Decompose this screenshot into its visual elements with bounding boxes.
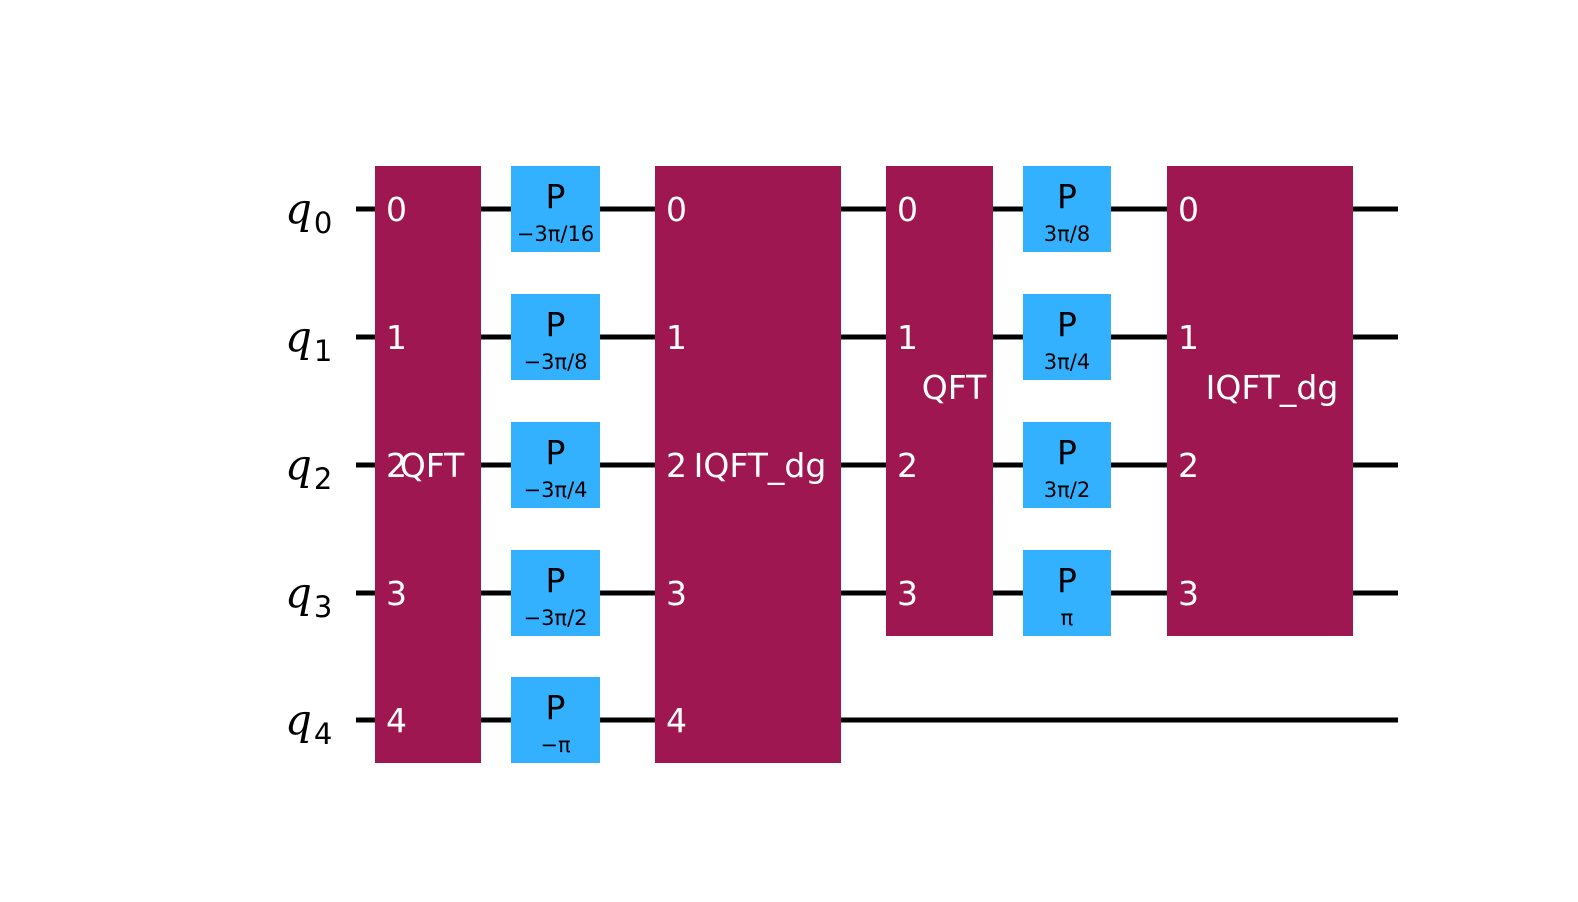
block-port-label: 2: [897, 446, 918, 485]
qubit-labels: q0 q1 q2 q3 q4: [285, 184, 332, 751]
phase-gate-param: −π: [540, 733, 571, 757]
phase-gates: P−3π/16P−3π/8P−3π/4P−3π/2P−πP3π/8P3π/4P3…: [511, 166, 1111, 763]
phase-gate-q0-col1: P 3π/8: [1023, 166, 1111, 252]
block-port-label: 2: [386, 446, 407, 485]
qubit-label-q0: q0: [285, 184, 332, 240]
phase-gate-param: −3π/8: [523, 350, 587, 374]
phase-gate-param: −3π/16: [517, 222, 594, 246]
block-qft-2: 0 1 2 3 QFT: [886, 166, 993, 636]
qubit-label-q3: q3: [285, 568, 332, 624]
block-port-label: 4: [666, 701, 687, 740]
qubit-label-q2: q2: [285, 440, 332, 496]
circuit-blocks: 0 1 2 3 4 QFT 0 1 2 3 4 IQFT_dg 0 1 2 3 QFT 0 1 2 3 IQFT_dg: [375, 166, 1353, 763]
block-port-label: 1: [897, 318, 918, 357]
phase-gate-param: 3π/8: [1044, 222, 1090, 246]
phase-gate-box: [511, 677, 600, 763]
block-port-label: 1: [1178, 318, 1199, 357]
block-qft-0: 0 1 2 3 4 QFT: [375, 166, 481, 763]
block-port-label: 4: [386, 701, 407, 740]
phase-gate-q2-col0: P −3π/4: [511, 422, 600, 508]
phase-gate-name: P: [546, 433, 566, 472]
block-iqft-dg-1: 0 1 2 3 4 IQFT_dg: [655, 166, 841, 763]
block-body: [1167, 166, 1353, 636]
phase-gate-q3-col1: Pπ: [1023, 550, 1111, 636]
phase-gate-name: P: [546, 688, 566, 727]
block-port-label: 1: [666, 318, 687, 357]
qubit-label-q1: q1: [285, 312, 332, 368]
phase-gate-name: P: [546, 305, 566, 344]
qubit-label-q4: q4: [285, 695, 332, 751]
phase-gate-q1-col1: P 3π/4: [1023, 294, 1111, 380]
phase-gate-name: P: [1057, 177, 1077, 216]
phase-gate-param: 3π/4: [1044, 350, 1090, 374]
phase-gate-box: [1023, 166, 1111, 252]
phase-gate-param: −3π/4: [523, 478, 587, 502]
block-port-label: 0: [666, 190, 687, 229]
phase-gate-box: [1023, 550, 1111, 636]
block-port-label: 0: [897, 190, 918, 229]
qubit-label-subscript: 2: [314, 462, 332, 496]
phase-gate-param: 3π/2: [1044, 478, 1090, 502]
qubit-label-subscript: 4: [314, 717, 332, 751]
phase-gate-q0-col0: P −3π/16: [511, 166, 600, 252]
phase-gate-param: −3π/2: [523, 606, 587, 630]
phase-gate-name: P: [546, 561, 566, 600]
block-name: IQFT_dg: [1206, 368, 1339, 407]
qubit-label-subscript: 3: [314, 590, 332, 624]
block-port-label: 1: [386, 318, 407, 357]
block-name: QFT: [400, 446, 465, 485]
qubit-label-subscript: 0: [314, 206, 332, 240]
phase-gate-box: [1023, 422, 1111, 508]
block-port-label: 0: [1178, 190, 1199, 229]
phase-gate-q3-col0: P −3π/2: [511, 550, 600, 636]
phase-gate-param: π: [1061, 606, 1074, 630]
phase-gate-q4-col0: P −π: [511, 677, 600, 763]
phase-gate-box: [511, 422, 600, 508]
block-port-label: 3: [897, 574, 918, 613]
phase-gate-name: P: [546, 177, 566, 216]
block-body: [375, 166, 481, 763]
phase-gate-box: [1023, 294, 1111, 380]
block-port-label: 3: [1178, 574, 1199, 613]
block-body: [655, 166, 841, 763]
block-iqft-dg-3: 0 1 2 3 IQFT_dg: [1167, 166, 1353, 636]
block-name: IQFT_dg: [694, 446, 827, 485]
block-port-label: 2: [666, 446, 687, 485]
qubit-label-subscript: 1: [314, 334, 332, 368]
phase-gate-box: [511, 294, 600, 380]
phase-gate-q2-col1: P 3π/2: [1023, 422, 1111, 508]
block-port-label: 3: [386, 574, 407, 613]
phase-gate-q1-col0: P −3π/8: [511, 294, 600, 380]
block-port-label: 2: [1178, 446, 1199, 485]
phase-gate-name: P: [1057, 561, 1077, 600]
block-name: QFT: [922, 368, 987, 407]
phase-gate-box: [511, 166, 600, 252]
phase-gate-box: [511, 550, 600, 636]
block-port-label: 3: [666, 574, 687, 613]
block-body: [886, 166, 993, 636]
block-port-label: 0: [386, 190, 407, 229]
phase-gate-name: P: [1057, 305, 1077, 344]
phase-gate-name: P: [1057, 433, 1077, 472]
